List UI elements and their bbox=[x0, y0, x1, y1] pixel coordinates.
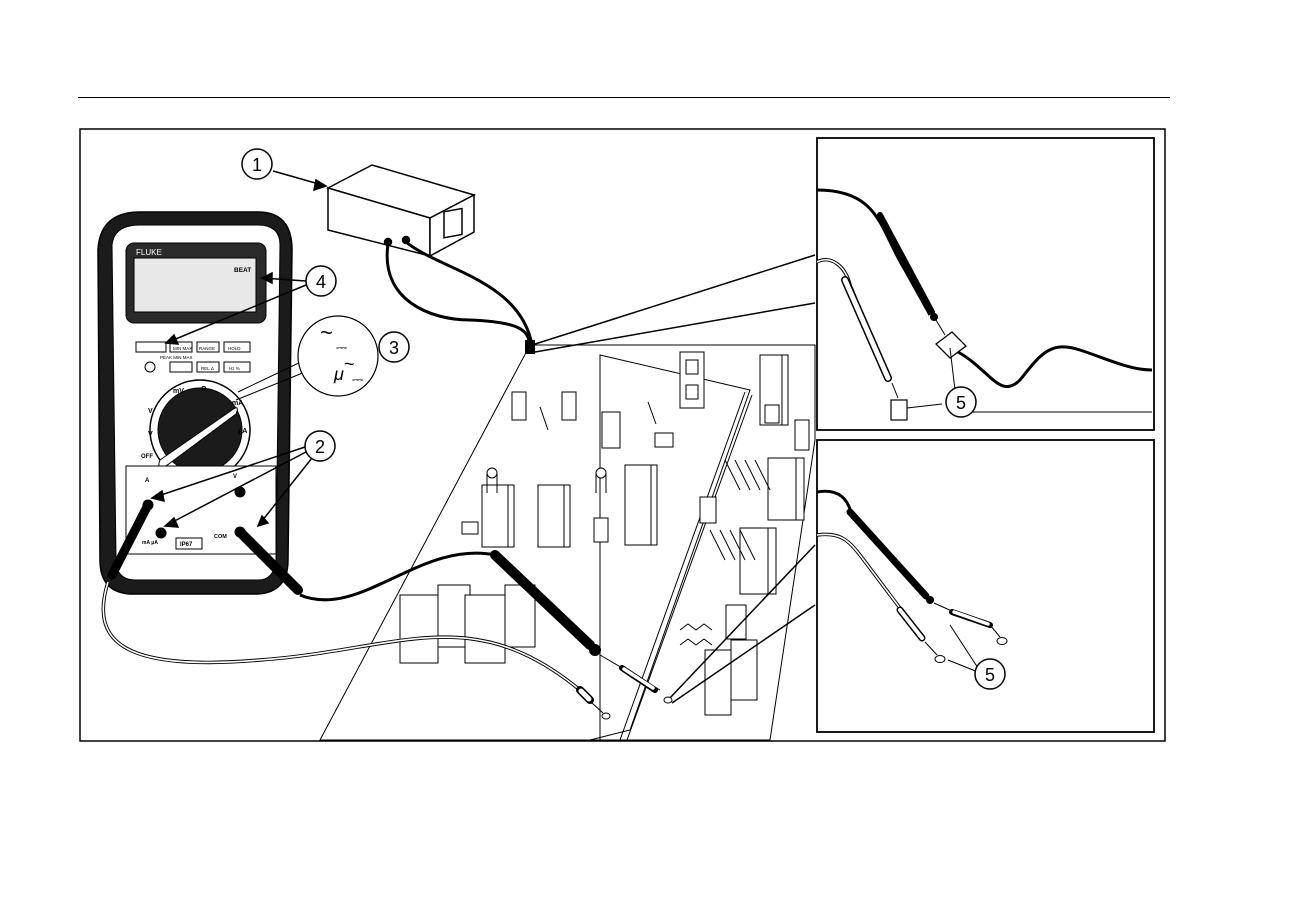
dc-symbol-icon: ⎓ bbox=[336, 339, 347, 355]
micro-dc-symbol-icon: ⎓ bbox=[352, 371, 363, 387]
meter-button-1[interactable] bbox=[136, 342, 166, 352]
callout-4-number: 4 bbox=[316, 272, 326, 292]
callout-2: 2 bbox=[305, 431, 335, 461]
test-voltage-source bbox=[328, 165, 474, 256]
dial-ma-label: mA bbox=[232, 400, 243, 407]
hz-percent-label: Hz % bbox=[229, 366, 240, 371]
settings-gear-icon[interactable] bbox=[145, 362, 155, 372]
callout-4: 4 bbox=[306, 266, 336, 296]
dial-ohm-label: Ω bbox=[201, 386, 207, 393]
meter-brand-logo: FLUKE bbox=[136, 248, 162, 257]
range-label: RANGE bbox=[199, 346, 215, 351]
callout-3: 3 bbox=[379, 332, 409, 362]
callout-5-lower: 5 bbox=[975, 659, 1005, 689]
ac-symbol-icon: ~ bbox=[320, 320, 333, 345]
dial-off-label: OFF bbox=[141, 454, 153, 460]
jack-com-label: COM bbox=[214, 534, 227, 540]
rel-label: REL Δ bbox=[201, 366, 214, 371]
probe-contact-detail-upper bbox=[817, 138, 1154, 430]
callout-1: 1 bbox=[242, 149, 272, 179]
min-max-label: MIN MAX bbox=[173, 346, 192, 351]
dial-ua-label: μA bbox=[238, 428, 247, 435]
dial-v-dc-label: V bbox=[148, 431, 153, 438]
display-annunciator: BEAT bbox=[234, 267, 251, 274]
ip-rating-label: IP67 bbox=[180, 542, 193, 548]
micro-symbol-label: μ bbox=[333, 364, 344, 384]
jack-ma-socket[interactable] bbox=[156, 528, 167, 539]
peak-min-max-label: PEAK MIN MAX bbox=[160, 355, 193, 360]
hold-label: HOLD bbox=[228, 346, 241, 351]
power-switch-icon bbox=[444, 209, 462, 238]
dial-mv-label: mV bbox=[173, 388, 184, 395]
jack-a-label: A bbox=[145, 478, 150, 484]
callout-5-upper-number: 5 bbox=[956, 393, 966, 413]
callout-5-upper: 5 bbox=[946, 387, 976, 417]
callout-1-number: 1 bbox=[252, 155, 262, 175]
callout-2-number: 2 bbox=[315, 437, 325, 457]
callout-5-lower-number: 5 bbox=[985, 665, 995, 685]
jack-v-label: V bbox=[233, 474, 237, 480]
callout-3-number: 3 bbox=[389, 338, 399, 358]
jack-ma-label: mA μA bbox=[142, 540, 158, 546]
dial-v-label: V bbox=[148, 408, 153, 415]
backlight-button[interactable] bbox=[170, 362, 192, 372]
